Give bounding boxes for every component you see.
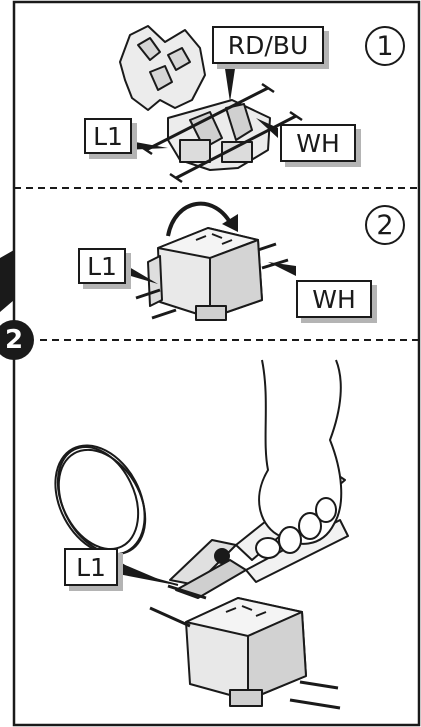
- hand-illustration: [256, 360, 341, 558]
- label-wh-panel1: WH: [280, 124, 356, 162]
- label-l1-panel1: L1: [84, 118, 132, 154]
- pointer-l1-3: [118, 562, 170, 584]
- step-number-2: 2: [365, 205, 405, 245]
- step-number-1: 1: [365, 26, 405, 66]
- label-rdbu: RD/BU: [212, 26, 324, 64]
- side-marker: [0, 250, 14, 312]
- label-wh-panel2: WH: [296, 280, 372, 318]
- label-l1-panel2: L1: [78, 248, 126, 284]
- connector-closed-illustration: [148, 228, 262, 320]
- pointer-wh-2: [268, 262, 296, 276]
- pointer-rdbu: [224, 62, 236, 102]
- connector-final-illustration: [186, 598, 306, 706]
- label-l1-panel3: L1: [64, 548, 118, 586]
